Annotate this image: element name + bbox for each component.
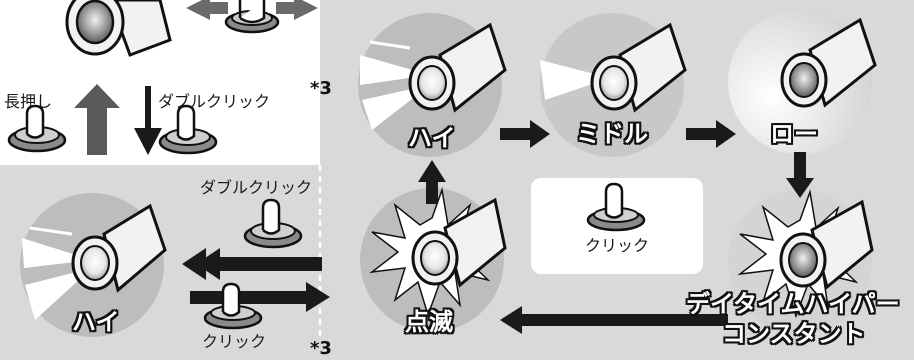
footnote-top: *3 bbox=[310, 78, 332, 99]
mode-circle-flash bbox=[360, 187, 507, 332]
mode-circle-middle bbox=[540, 13, 687, 157]
mode-label-high-top: ハイ bbox=[408, 124, 456, 152]
footnote-bottom: *3 bbox=[310, 338, 332, 359]
double-click-button-icon-top bbox=[158, 104, 218, 155]
arrow-up-gray bbox=[74, 84, 120, 155]
double-click-label-mid: ダブルクリック bbox=[200, 178, 313, 197]
double-click-button-icon-mid bbox=[243, 198, 303, 249]
arrow-low-to-daytime bbox=[786, 152, 814, 198]
mode-label-flash: 点滅 bbox=[405, 308, 453, 336]
flashlight-top-left-icon bbox=[65, 0, 172, 57]
click-button-icon-center bbox=[586, 182, 646, 232]
mode-label-middle: ミドル bbox=[576, 120, 648, 148]
mode-label-low: ロー bbox=[770, 120, 818, 148]
arrow-right-bottom bbox=[190, 282, 330, 312]
arrow-flash-to-high bbox=[418, 160, 446, 204]
left-white-panel bbox=[0, 78, 320, 165]
click-label-center: クリック bbox=[585, 236, 650, 255]
mode-label-daytime-2: コンスタント bbox=[722, 320, 866, 348]
arrow-middle-to-low bbox=[686, 120, 736, 148]
long-press-button-icon bbox=[7, 104, 67, 153]
double-click-label-top: ダブルクリック bbox=[158, 92, 271, 111]
arrow-daytime-to-flash bbox=[500, 306, 728, 334]
mode-circle-low bbox=[728, 10, 877, 154]
click-button-icon-bottom bbox=[203, 282, 263, 330]
mode-circle-high-top bbox=[358, 13, 507, 157]
click-label-bottom: クリック bbox=[202, 332, 267, 351]
arrow-high-to-middle bbox=[500, 120, 550, 148]
press-slide-icon bbox=[186, 0, 318, 34]
mode-circle-high-left bbox=[20, 193, 167, 337]
mode-label-high-left: ハイ bbox=[72, 308, 120, 336]
mode-label-daytime-1: デイタイムハイパー bbox=[686, 290, 900, 318]
long-press-label: 長押し bbox=[4, 92, 53, 111]
arrow-left-double bbox=[182, 248, 322, 280]
arrow-down-black bbox=[134, 86, 162, 155]
mode-circle-daytime bbox=[728, 189, 874, 334]
